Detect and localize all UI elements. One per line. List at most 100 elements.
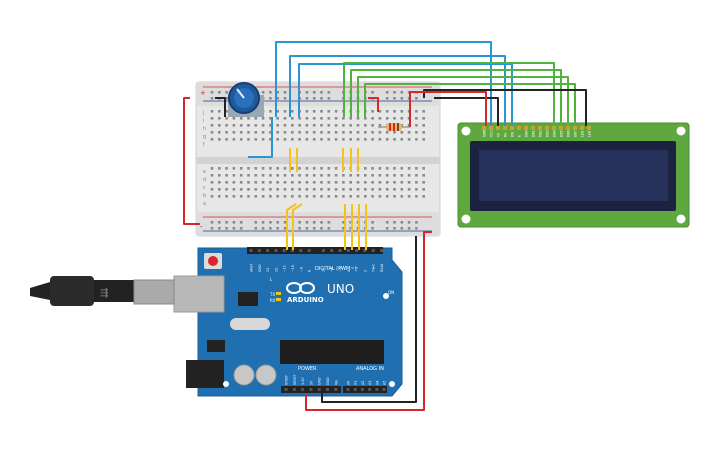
- breadboard-rail-hole: [327, 91, 331, 94]
- breadboard-hole: [320, 110, 323, 113]
- wire-green: [343, 62, 555, 126]
- breadboard-hole: [342, 124, 345, 127]
- lcd-pin-label: DB3: [546, 130, 550, 137]
- breadboard-rail-hole: [283, 227, 287, 230]
- lcd-pin: [552, 126, 556, 130]
- potentiometer[interactable]: [228, 82, 264, 117]
- breadboard-hole: [356, 124, 360, 127]
- breadboard-hole: [283, 110, 287, 113]
- breadboard-rail-hole: [269, 221, 272, 224]
- breadboard-rail-hole: [327, 221, 331, 224]
- digital-pin: [266, 249, 270, 252]
- breadboard-hole: [239, 131, 243, 134]
- breadboard-hole: [283, 188, 287, 191]
- breadboard-hole: [312, 110, 316, 113]
- breadboard-hole: [327, 181, 331, 184]
- breadboard-hole: [218, 188, 221, 191]
- breadboard-hole: [305, 167, 309, 170]
- breadboard-hole: [254, 124, 258, 127]
- breadboard-hole: [378, 188, 382, 191]
- breadboard-hole: [291, 110, 294, 113]
- breadboard-hole: [218, 174, 221, 177]
- breadboard-hole: [312, 138, 316, 141]
- breadboard-hole: [269, 138, 272, 141]
- breadboard-rail-hole: [371, 227, 374, 230]
- breadboard-hole: [356, 195, 360, 198]
- breadboard-hole: [312, 117, 316, 120]
- breadboard-hole: [291, 174, 294, 177]
- breadboard-hole: [225, 181, 228, 184]
- breadboard-hole: [393, 110, 396, 113]
- breadboard-hole: [305, 195, 309, 198]
- breadboard-hole: [232, 167, 236, 170]
- breadboard-hole: [225, 195, 228, 198]
- analog-pin: [368, 388, 372, 391]
- lcd-pin: [510, 126, 514, 130]
- breadboard-hole: [247, 188, 250, 191]
- breadboard-hole: [283, 117, 287, 120]
- breadboard-hole: [327, 117, 331, 120]
- breadboard-hole: [261, 124, 265, 127]
- wire-green: [357, 76, 569, 126]
- reset-button[interactable]: [208, 256, 218, 266]
- breadboard-hole: [334, 124, 338, 127]
- breadboard-rail-hole: [385, 97, 389, 100]
- breadboard-hole: [210, 124, 214, 127]
- breadboard-hole: [364, 117, 367, 120]
- breadboard-hole: [371, 124, 374, 127]
- breadboard-rail-hole: [283, 97, 287, 100]
- breadboard-hole: [393, 167, 396, 170]
- breadboard-hole: [356, 131, 360, 134]
- breadboard-hole: [400, 131, 404, 134]
- breadboard-hole: [218, 117, 221, 120]
- wire-black: [423, 89, 587, 126]
- lcd-pin: [531, 126, 535, 130]
- digital-pin-label: ~11: [283, 265, 287, 272]
- breadboard-hole: [239, 195, 243, 198]
- breadboard-hole: [400, 174, 404, 177]
- breadboard-hole: [320, 131, 323, 134]
- breadboard-hole: [320, 138, 323, 141]
- breadboard-hole: [349, 124, 352, 127]
- breadboard-hole: [283, 195, 287, 198]
- breadboard-hole: [247, 117, 250, 120]
- breadboard-hole: [225, 131, 228, 134]
- breadboard-hole: [239, 167, 243, 170]
- digital-pin: [249, 249, 253, 252]
- breadboard-hole: [349, 131, 352, 134]
- breadboard-rail-hole: [298, 227, 301, 230]
- breadboard-hole: [385, 181, 389, 184]
- breadboard-hole: [283, 181, 287, 184]
- usb-port: [173, 275, 225, 313]
- breadboard-rail-hole: [269, 97, 272, 100]
- lcd-pin: [559, 126, 563, 130]
- breadboard-hole: [239, 174, 243, 177]
- breadboard-rail-hole: [261, 227, 265, 230]
- wire-black: [215, 97, 226, 117]
- digital-pin: [380, 249, 383, 252]
- digital-pin: [363, 249, 367, 252]
- breadboard-hole: [371, 181, 374, 184]
- digital-pin-label: TX▸1: [372, 264, 376, 273]
- lcd-screen: [479, 150, 668, 201]
- breadboard-hole: [218, 167, 221, 170]
- breadboard-hole: [378, 167, 382, 170]
- breadboard-rail-hole: [320, 227, 323, 230]
- breadboard-rail-hole: [218, 91, 221, 94]
- rx-led: [276, 298, 281, 301]
- breadboard-hole: [210, 174, 214, 177]
- breadboard-hole: [327, 131, 331, 134]
- breadboard-hole: [407, 167, 411, 170]
- breadboard-hole: [320, 188, 323, 191]
- lcd-pin-label: GND: [483, 129, 487, 137]
- digital-pin: [330, 249, 334, 252]
- breadboard-hole: [269, 195, 272, 198]
- breadboard-hole: [342, 181, 345, 184]
- power-pin: [326, 388, 329, 391]
- breadboard-hole: [371, 167, 374, 170]
- lcd-pin-label: RS: [504, 133, 508, 137]
- wire-yellow: [292, 203, 303, 250]
- breadboard-hole: [291, 188, 294, 191]
